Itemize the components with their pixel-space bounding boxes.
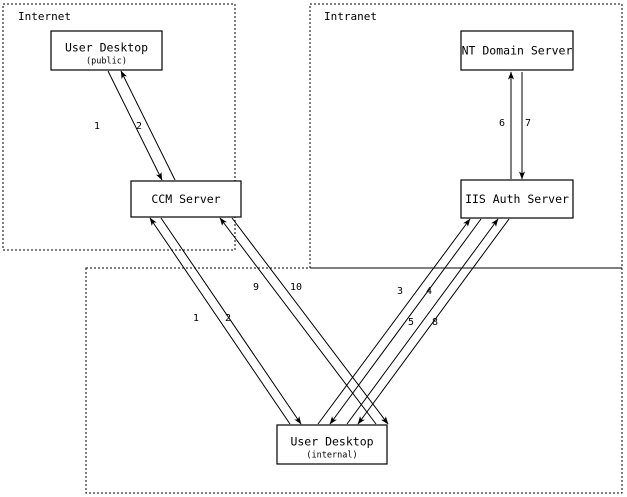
flow-label-flow-7: 7	[525, 118, 531, 129]
node-title-ccm-server: CCM Server	[151, 192, 220, 206]
zone-label-intranet: Intranet	[324, 10, 377, 23]
zone-boundary-internal-lan	[85, 267, 623, 494]
edge-flow-1-public	[107, 70, 163, 181]
node-box-user-desktop-public[interactable]	[50, 30, 163, 71]
edge-flow-3	[317, 218, 471, 425]
flow-label-flow-4: 4	[426, 286, 432, 297]
edge-flow-4	[329, 218, 482, 425]
flow-label-flow-8: 8	[432, 317, 438, 328]
flow-label-flow-1-public: 1	[94, 121, 100, 132]
flow-labels-layer: 1 2 1 2 3 4 5 8 6 7 9 10	[94, 118, 531, 328]
node-subtitle-user-desktop-internal: (internal)	[306, 451, 357, 461]
flow-label-flow-10: 10	[290, 282, 302, 293]
edge-flow-2-public	[120, 70, 176, 181]
node-title-iis-auth-server: IIS Auth Server	[465, 192, 569, 206]
edges-layer	[107, 70, 525, 425]
zones-layer: Internet Intranet	[2, 3, 623, 494]
node-box-ccm-server[interactable]	[130, 180, 242, 218]
node-title-user-desktop-internal: User Desktop	[290, 435, 373, 449]
flow-label-flow-3: 3	[397, 286, 403, 297]
flow-label-flow-5: 5	[408, 317, 414, 328]
nodes-layer: User Desktop (public) CCM Server NT Domain …	[50, 30, 574, 465]
zone-label-internet: Internet	[18, 10, 71, 23]
node-title-nt-domain-server: NT Domain Server	[462, 44, 573, 58]
edge-flow-10	[231, 217, 389, 425]
edge-flow-1-internal	[149, 217, 291, 425]
zone-internet: Internet	[2, 3, 236, 251]
node-box-user-desktop-internal[interactable]	[276, 424, 388, 465]
edge-flow-2-internal	[160, 217, 302, 425]
flow-label-flow-9: 9	[253, 282, 259, 293]
node-iis-auth-server[interactable]: IIS Auth Server	[460, 179, 574, 219]
node-nt-domain-server[interactable]: NT Domain Server	[460, 30, 574, 71]
node-ccm-server[interactable]: CCM Server	[130, 180, 242, 218]
flow-label-flow-2-public: 2	[136, 121, 142, 132]
node-title-user-desktop-public: User Desktop	[65, 41, 148, 55]
node-subtitle-user-desktop-public: (public)	[86, 57, 127, 67]
zone-internal-lan	[85, 267, 623, 494]
node-user-desktop-public[interactable]: User Desktop (public)	[50, 30, 163, 71]
node-box-nt-domain-server[interactable]	[460, 30, 574, 71]
edge-flow-5	[346, 218, 499, 425]
edge-flow-8	[357, 218, 510, 425]
edge-flow-9	[219, 217, 377, 425]
flow-label-flow-1-internal: 1	[193, 313, 199, 324]
node-user-desktop-internal[interactable]: User Desktop (internal)	[276, 424, 388, 465]
flow-label-flow-6: 6	[499, 118, 505, 129]
zone-boundary-internet	[2, 3, 236, 251]
flow-label-flow-2-internal: 2	[225, 313, 231, 324]
node-box-iis-auth-server[interactable]	[460, 179, 574, 219]
